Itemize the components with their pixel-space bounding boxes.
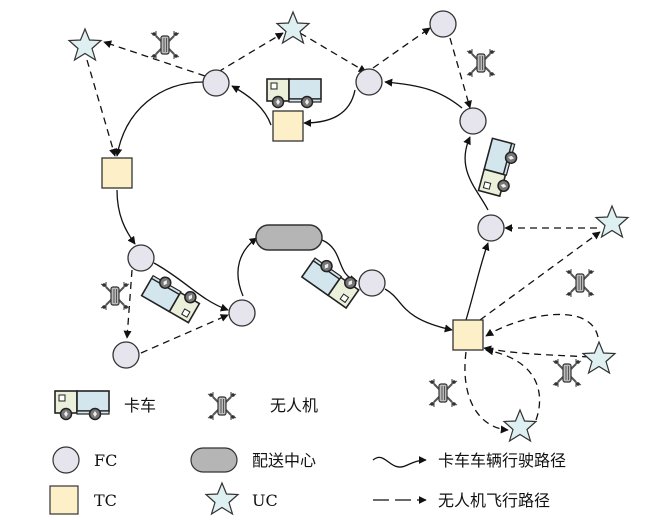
- drone-route-segment: [485, 313, 599, 338]
- legend-truck-path-label: 卡车车辆行驶路径: [438, 451, 566, 470]
- tc-nodes: [101, 110, 484, 351]
- tc-node: [452, 319, 484, 351]
- truck-icon: [266, 78, 322, 109]
- truck-route-segment: [303, 89, 356, 127]
- truck-routes: [114, 78, 490, 333]
- uc-node: [68, 28, 102, 61]
- legend-uc-label: UC: [252, 491, 278, 510]
- drone-icon: [428, 378, 458, 408]
- truck-icon: [54, 390, 110, 421]
- legend-drone: 无人机: [207, 391, 318, 421]
- truck-icon: [301, 252, 364, 309]
- drone-route-segment: [86, 59, 117, 157]
- drone-routes: [86, 27, 601, 434]
- drone-route-segment: [479, 231, 601, 321]
- legend-truck: 卡车: [54, 390, 156, 421]
- drone-route-segment: [103, 40, 206, 77]
- legend-depot: 配送中心: [190, 447, 316, 473]
- truck-route-segment: [463, 136, 489, 211]
- truck-route-segment: [116, 189, 136, 245]
- legend-drone-label: 无人机: [270, 396, 318, 415]
- fc-node: [112, 341, 140, 369]
- drone-route-segment: [372, 27, 431, 69]
- drones: [100, 30, 595, 408]
- uc-node: [503, 409, 537, 442]
- truck-icon: [140, 270, 204, 324]
- tc-symbol: [49, 485, 79, 515]
- legend-depot-label: 配送中心: [252, 451, 316, 470]
- fc-symbol: [52, 446, 80, 474]
- tc-node: [101, 157, 133, 189]
- legend-truck-path: 卡车车辆行驶路径: [372, 451, 566, 470]
- legend-fc: FC: [52, 446, 117, 474]
- legend-drone-path-label: 无人机飞行路径: [438, 491, 550, 510]
- drone-route-segment: [140, 314, 229, 354]
- truck-route-segment: [231, 85, 272, 126]
- truck-route-segment: [465, 242, 490, 321]
- drone-route-segment: [217, 32, 284, 73]
- star-icon: [205, 482, 239, 515]
- drone-route-segment: [449, 37, 472, 109]
- drone-route-segment: [485, 347, 541, 421]
- tc-node: [272, 110, 304, 142]
- fc-node: [127, 244, 155, 272]
- fc-node: [477, 214, 505, 242]
- legend-uc: UC: [205, 482, 278, 515]
- drone-route-segment: [483, 345, 590, 358]
- uc-nodes: [68, 11, 629, 442]
- drone-route-segment: [299, 32, 367, 73]
- legend-fc-label: FC: [94, 451, 117, 470]
- truck-route-segment: [237, 237, 258, 297]
- fc-nodes: [112, 10, 505, 369]
- drone-icon: [207, 391, 237, 421]
- drone-icon: [150, 30, 180, 60]
- fc-node: [355, 68, 383, 96]
- depot-symbol: [190, 447, 238, 473]
- uc-node: [595, 205, 629, 238]
- truck-route-segment: [114, 81, 205, 157]
- drone-icon: [100, 281, 130, 311]
- drone-icon: [466, 48, 496, 78]
- legend-drone-path: 无人机飞行路径: [373, 491, 550, 510]
- fc-node: [228, 299, 256, 327]
- fc-node: [202, 69, 230, 97]
- uc-node: [582, 341, 616, 374]
- drone-icon: [552, 358, 582, 388]
- drone-route-segment: [464, 351, 509, 434]
- fc-node: [358, 269, 386, 297]
- fc-node: [429, 10, 457, 38]
- truck-route-segment: [384, 288, 453, 333]
- fc-node: [459, 107, 487, 135]
- drone-icon: [565, 268, 595, 298]
- drone-route-segment: [123, 269, 133, 339]
- legend-truck-label: 卡车: [124, 396, 156, 415]
- distribution-center-node: [255, 224, 323, 251]
- truck-route-segment: [384, 78, 463, 109]
- uc-node: [276, 11, 310, 44]
- truck-icon: [477, 137, 521, 199]
- truck-path-symbol: [372, 456, 427, 468]
- legend-tc-label: TC: [94, 491, 117, 510]
- legend-tc: TC: [49, 485, 117, 515]
- legend: 卡车 无人机 FC 配送中心 卡车车辆行驶路径 TC UC 无人机飞行路径: [49, 390, 566, 515]
- truck-route-segment: [153, 262, 229, 312]
